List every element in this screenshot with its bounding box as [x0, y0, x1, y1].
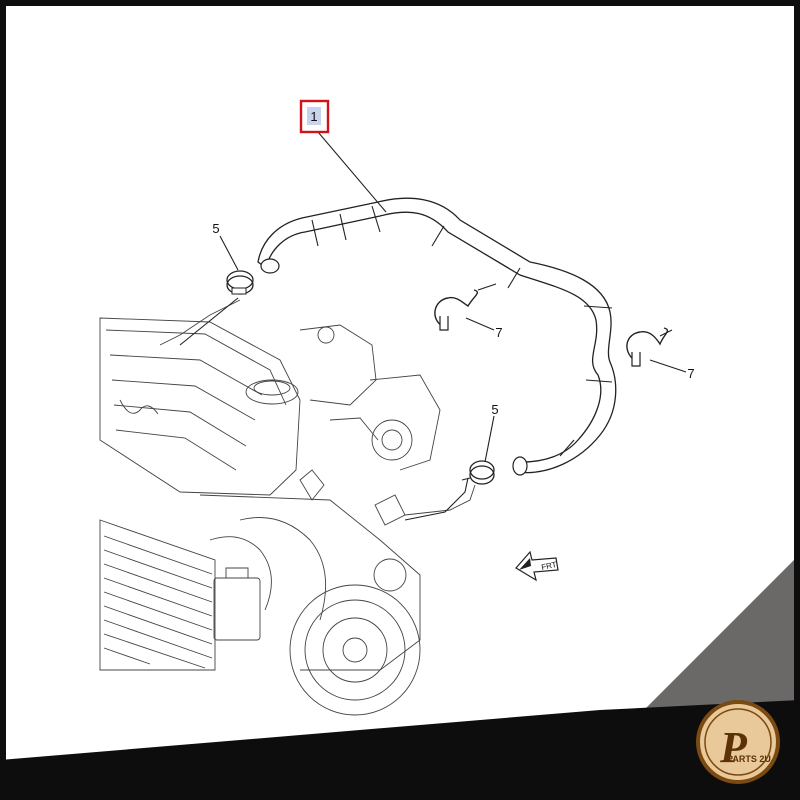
- callout-7-right-label: 7: [687, 366, 694, 381]
- callout-7-left-label: 7: [495, 325, 502, 340]
- callout-1-highlight: 1: [299, 99, 330, 134]
- coolant-hose: [257, 197, 617, 476]
- hose-clamp-upper: [226, 270, 254, 295]
- logo-text: PARTS 2U: [727, 754, 771, 764]
- hose-clip-left: [434, 289, 478, 331]
- logo-letter: P: [719, 723, 748, 772]
- diagram-panel: [6, 6, 794, 794]
- radiator: [99, 519, 216, 671]
- front-arrow-label: FRT: [541, 560, 558, 572]
- front-direction-arrow: FRT: [515, 550, 559, 582]
- callout-1-label: 1: [310, 109, 317, 124]
- corner-band-black: [0, 700, 800, 800]
- hose-clamp-lower: [461, 460, 495, 485]
- leader-lines: [179, 131, 687, 521]
- callout-5-lower-label: 5: [491, 402, 498, 417]
- engine-assembly: [99, 299, 476, 716]
- parts2u-logo: P PARTS 2U: [696, 700, 780, 784]
- callout-5-upper-label: 5: [212, 221, 219, 236]
